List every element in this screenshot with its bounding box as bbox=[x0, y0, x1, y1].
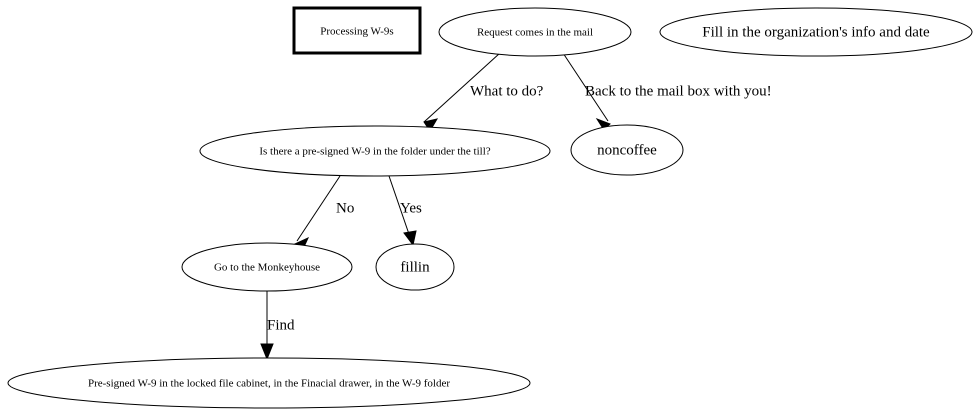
edge-monkeyhouse-to-cabinet: Find bbox=[260, 291, 295, 361]
node-monkeyhouse[interactable]: Go to the Monkeyhouse bbox=[181, 242, 353, 292]
node-shape-ellipse bbox=[199, 125, 551, 177]
node-fillin[interactable]: fillin bbox=[375, 243, 455, 291]
edge-label-yes: Yes bbox=[400, 200, 422, 216]
node-locked-cabinet[interactable]: Pre-signed W-9 in the locked file cabine… bbox=[7, 357, 531, 409]
edge-question-to-fillin: Yes bbox=[388, 175, 422, 247]
node-fill-org-info[interactable]: Fill in the organization's info and date bbox=[659, 7, 973, 57]
node-shape-ellipse bbox=[181, 242, 353, 292]
title-box-shape bbox=[292, 6, 422, 55]
node-shape-ellipse bbox=[570, 124, 684, 176]
edge-line bbox=[388, 175, 412, 241]
node-label-presigned-question: Is there a pre-signed W-9 in the folder … bbox=[259, 146, 490, 158]
edge-label-what-to-do: What to do? bbox=[470, 83, 544, 99]
node-label-locked-cabinet: Pre-signed W-9 in the locked file cabine… bbox=[88, 378, 450, 390]
edge-label-no: No bbox=[336, 200, 354, 216]
arrow-head-icon bbox=[423, 118, 439, 132]
node-label-fillin: fillin bbox=[400, 259, 430, 275]
nodes-layer: Request comes in the mail Fill in the or… bbox=[7, 7, 973, 409]
node-shape-ellipse bbox=[438, 7, 632, 57]
node-presigned-question[interactable]: Is there a pre-signed W-9 in the folder … bbox=[199, 125, 551, 177]
edge-line bbox=[423, 52, 501, 123]
node-request[interactable]: Request comes in the mail bbox=[438, 7, 632, 57]
title-box-label: Processing W-9s bbox=[320, 26, 393, 38]
edge-question-to-monkeyhouse: No bbox=[293, 175, 354, 250]
node-label-noncoffee: noncoffee bbox=[597, 142, 657, 158]
title-box-group: Processing W-9s bbox=[292, 6, 422, 55]
edge-label-find: Find bbox=[267, 317, 295, 333]
edge-request-to-question: What to do? bbox=[423, 52, 544, 132]
node-label-fill-org-info: Fill in the organization's info and date bbox=[702, 24, 930, 40]
edges-layer: What to do? Back to the mail box with yo… bbox=[260, 52, 772, 361]
arrow-head-icon bbox=[403, 230, 417, 247]
node-label-monkeyhouse: Go to the Monkeyhouse bbox=[214, 262, 320, 274]
node-shape-ellipse bbox=[375, 243, 455, 291]
node-shape-ellipse bbox=[7, 357, 531, 409]
edge-label-back-to-mailbox: Back to the mail box with you! bbox=[585, 83, 772, 99]
edge-line bbox=[296, 175, 341, 242]
node-noncoffee[interactable]: noncoffee bbox=[570, 124, 684, 176]
edge-request-to-noncoffee: Back to the mail box with you! bbox=[562, 52, 772, 131]
node-shape-ellipse bbox=[659, 7, 973, 57]
node-label-request: Request comes in the mail bbox=[477, 27, 593, 39]
arrow-head-icon bbox=[260, 343, 274, 361]
edge-line bbox=[562, 52, 609, 122]
